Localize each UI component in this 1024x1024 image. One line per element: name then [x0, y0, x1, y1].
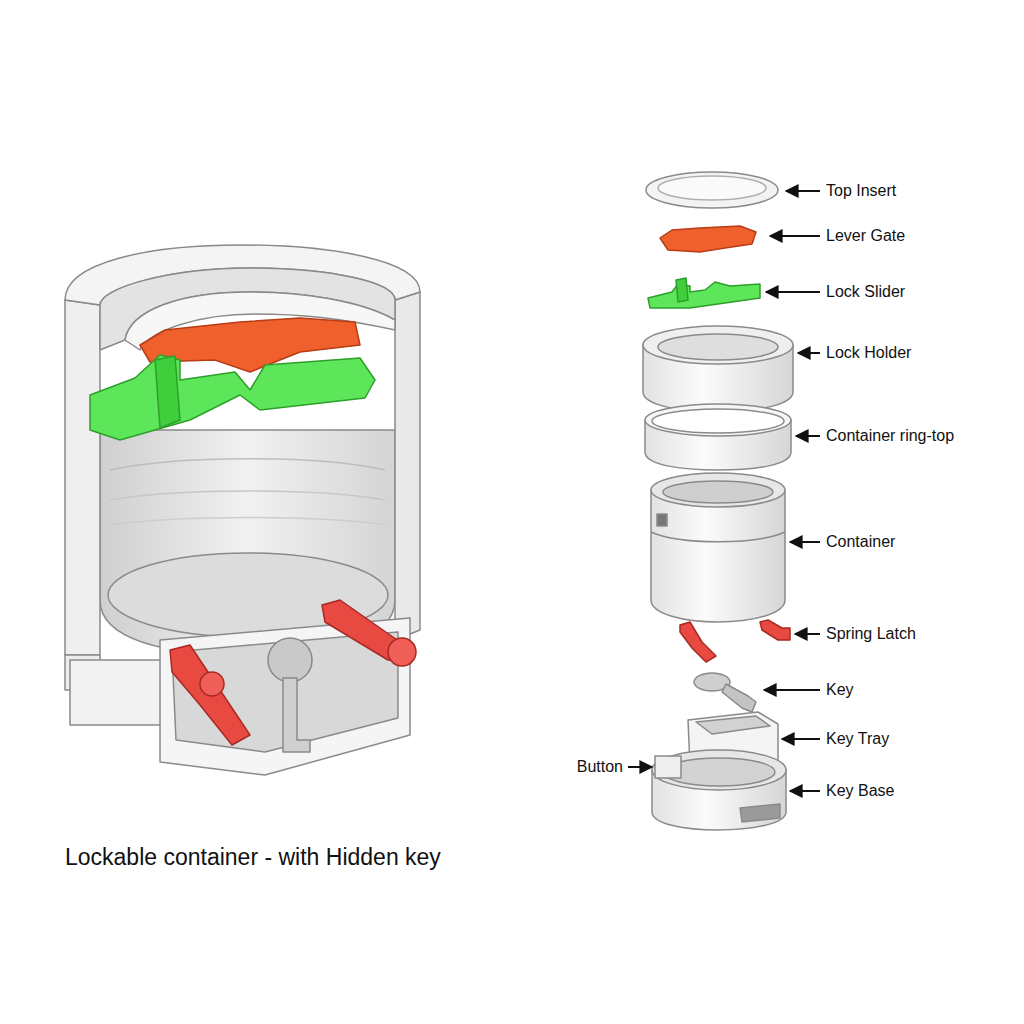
outer-wall-left	[65, 300, 100, 655]
spring-latch-part	[760, 620, 790, 640]
top-insert-part	[646, 172, 778, 208]
lock-holder-top	[643, 326, 793, 364]
spring-latch-pivot	[200, 672, 224, 696]
part-label: Button	[577, 758, 623, 776]
leader-arrow	[790, 790, 820, 792]
exploded-view	[643, 172, 793, 830]
part-label: Key Base	[826, 782, 894, 800]
part-label: Spring Latch	[826, 625, 916, 643]
lock-holder-inner	[658, 334, 778, 360]
lock-slider-part	[648, 282, 760, 308]
spring-latch-pivot	[388, 638, 416, 666]
container-band	[651, 532, 785, 542]
outer-wall-right	[395, 292, 420, 640]
leader-arrow	[798, 352, 820, 354]
leader-arrow	[628, 766, 652, 768]
leader-arrow	[796, 435, 820, 437]
key-part-shaft	[722, 684, 756, 712]
lock-slider	[90, 355, 375, 440]
container-part	[651, 490, 785, 622]
part-label: Lock Slider	[826, 283, 905, 301]
key-shaft	[283, 678, 310, 752]
caption: Lockable container - with Hidden key	[65, 844, 441, 870]
key-base-opening	[740, 804, 780, 822]
key-head	[268, 638, 312, 682]
container-slot	[657, 514, 667, 526]
leader-arrow	[766, 291, 820, 293]
leader-arrow	[795, 633, 820, 635]
ring-top-top	[645, 404, 791, 436]
button-part	[655, 756, 681, 778]
part-label: Container	[826, 533, 895, 551]
key-base-top	[652, 750, 786, 790]
container-ridge	[110, 459, 385, 470]
part-label: Lever Gate	[826, 227, 905, 245]
part-label: Lock Holder	[826, 344, 911, 362]
key-tray-part-inside	[696, 716, 770, 734]
key-tray-inside	[172, 632, 398, 752]
part-label: Key Tray	[826, 730, 889, 748]
part-label: Key	[826, 681, 854, 699]
container-opening	[663, 481, 773, 503]
container-ridge	[110, 491, 385, 500]
leader-arrows	[628, 191, 820, 791]
lock-slider-fin	[155, 356, 180, 428]
lock-slider-fin	[676, 278, 688, 302]
part-label: Container ring-top	[826, 427, 954, 445]
cutaway-view	[65, 245, 420, 775]
ring-top-hole	[652, 409, 784, 433]
leader-arrow	[790, 541, 820, 543]
container-top	[651, 473, 785, 507]
leader-arrow	[782, 738, 820, 740]
part-label: Top Insert	[826, 182, 896, 200]
leader-arrow	[786, 190, 820, 192]
top-insert-face	[658, 176, 766, 200]
key-base-block	[70, 660, 165, 725]
lever-gate-part	[660, 226, 756, 252]
container-ridge	[110, 518, 385, 526]
spring-latch	[170, 645, 250, 745]
leader-arrow	[764, 689, 820, 691]
leader-arrow	[770, 235, 820, 237]
spring-latch-part	[680, 622, 716, 662]
